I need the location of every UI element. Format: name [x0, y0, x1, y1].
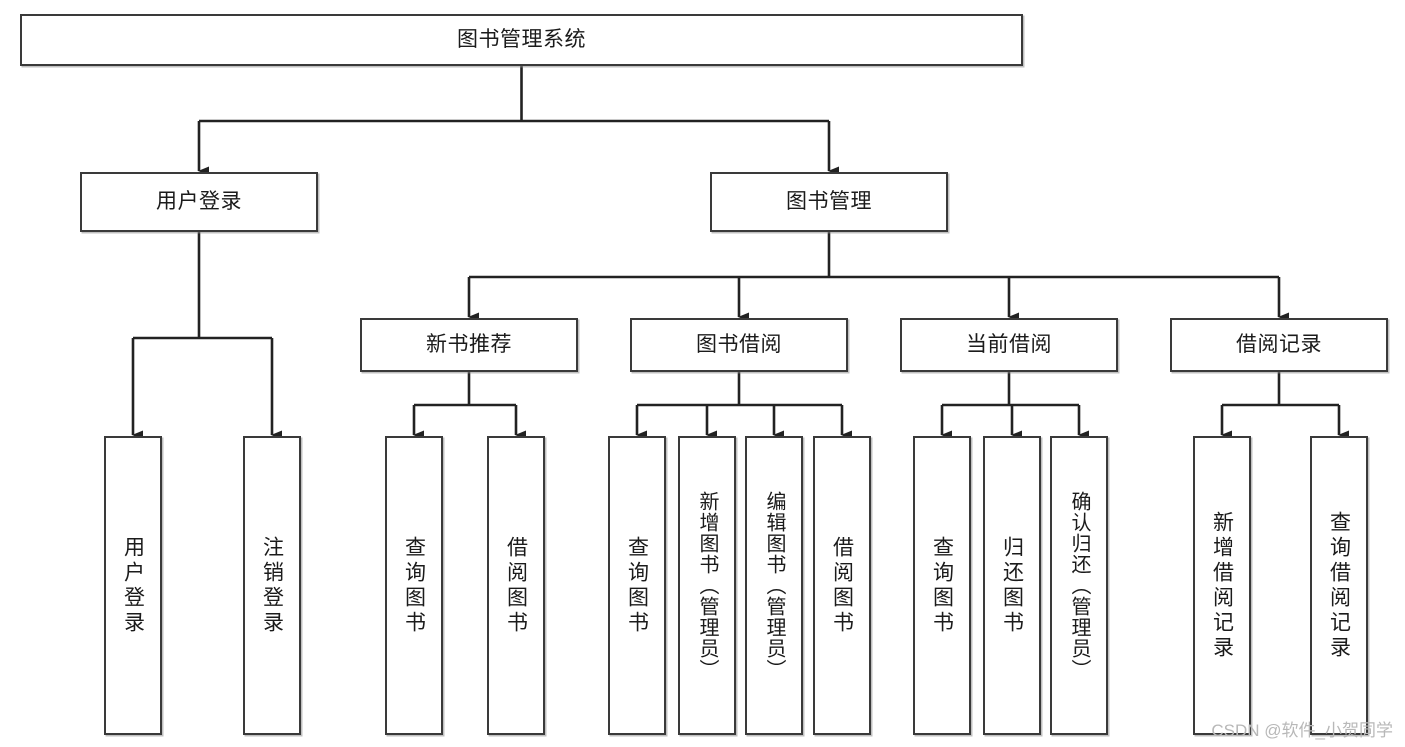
node-label: 用户登录	[121, 535, 145, 636]
leaf-query-book-2[interactable]: 查询图书	[608, 436, 666, 735]
node-label: 借阅图书	[830, 535, 854, 636]
node-label: 编辑图书（管理员）	[763, 491, 785, 680]
node-label: 查询借阅记录	[1327, 510, 1351, 661]
leaf-borrow-book-1[interactable]: 借阅图书	[487, 436, 545, 735]
node-label: 图书管理系统	[457, 28, 586, 52]
leaf-edit-book[interactable]: 编辑图书（管理员）	[745, 436, 803, 735]
node-new-book-recommend[interactable]: 新书推荐	[360, 318, 578, 372]
node-label: 借阅图书	[504, 535, 528, 636]
node-label: 借阅记录	[1236, 333, 1322, 357]
leaf-return-book[interactable]: 归还图书	[983, 436, 1041, 735]
node-user-login[interactable]: 用户登录	[80, 172, 318, 232]
leaf-query-book-1[interactable]: 查询图书	[385, 436, 443, 735]
node-book-manage[interactable]: 图书管理	[710, 172, 948, 232]
leaf-user-logout[interactable]: 注销登录	[243, 436, 301, 735]
node-label: 用户登录	[156, 190, 242, 214]
node-borrow-record[interactable]: 借阅记录	[1170, 318, 1388, 372]
node-label: 注销登录	[260, 535, 284, 636]
node-label: 查询图书	[625, 535, 649, 636]
leaf-add-book[interactable]: 新增图书（管理员）	[678, 436, 736, 735]
node-label: 查询图书	[930, 535, 954, 636]
leaf-confirm-return[interactable]: 确认归还（管理员）	[1050, 436, 1108, 735]
node-label: 新增图书（管理员）	[696, 491, 718, 680]
node-label: 新增借阅记录	[1210, 510, 1234, 661]
leaf-add-borrow-record[interactable]: 新增借阅记录	[1193, 436, 1251, 735]
node-label: 图书借阅	[696, 333, 782, 357]
node-book-borrow[interactable]: 图书借阅	[630, 318, 848, 372]
node-root[interactable]: 图书管理系统	[20, 14, 1023, 66]
node-label: 当前借阅	[966, 333, 1052, 357]
leaf-query-borrow-record[interactable]: 查询借阅记录	[1310, 436, 1368, 735]
node-label: 归还图书	[1000, 535, 1024, 636]
leaf-user-login[interactable]: 用户登录	[104, 436, 162, 735]
leaf-borrow-book-2[interactable]: 借阅图书	[813, 436, 871, 735]
node-label: 图书管理	[786, 190, 872, 214]
node-label: 确认归还（管理员）	[1068, 491, 1090, 680]
node-label: 新书推荐	[426, 333, 512, 357]
node-current-borrow[interactable]: 当前借阅	[900, 318, 1118, 372]
node-label: 查询图书	[402, 535, 426, 636]
leaf-query-book-3[interactable]: 查询图书	[913, 436, 971, 735]
